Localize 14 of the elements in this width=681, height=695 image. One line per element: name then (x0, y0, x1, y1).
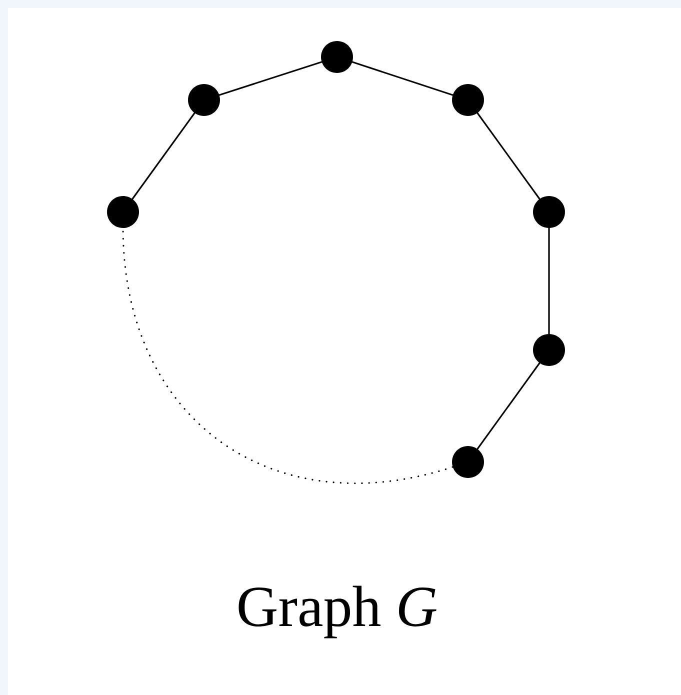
vertex-dot (533, 334, 565, 366)
edge-line (352, 61, 454, 96)
vertex-dot (452, 84, 484, 116)
vertex-dot (107, 196, 139, 228)
edge-line (548, 227, 550, 335)
edge-line (476, 362, 540, 450)
edge-line (476, 112, 540, 200)
vertex-dot (452, 446, 484, 478)
vertex-dot (533, 196, 565, 228)
caption: Graph G (238, 586, 436, 638)
edge-line (132, 112, 196, 200)
vertex-dot (321, 41, 353, 73)
vertex-dot (188, 84, 220, 116)
edge-line (218, 61, 322, 96)
